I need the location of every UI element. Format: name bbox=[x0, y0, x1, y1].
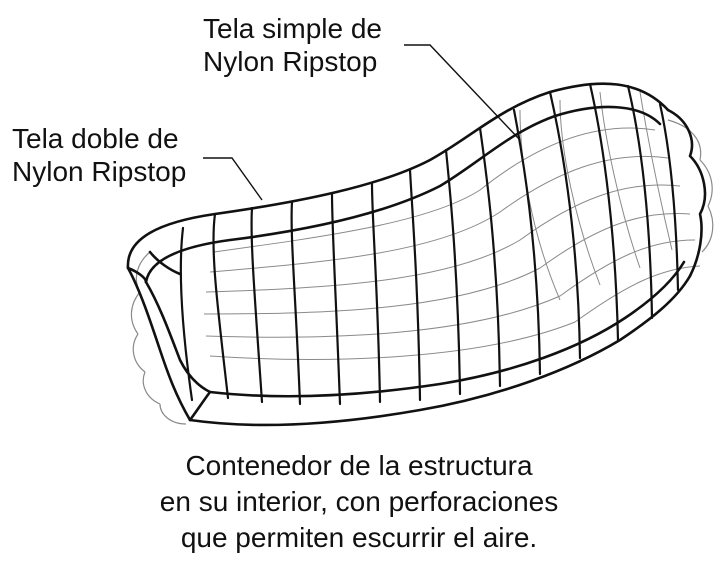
label-tela-doble: Tela doble de Nylon Ripstop bbox=[12, 122, 186, 188]
leader-lines bbox=[203, 44, 521, 201]
outer-rim bbox=[126, 82, 707, 427]
leader-doble bbox=[203, 157, 263, 201]
label-contenedor: Contenedor de la estructura en su interi… bbox=[0, 448, 718, 556]
thin-transverse-lines bbox=[519, 91, 673, 301]
thin-longitudinal-lines bbox=[203, 127, 701, 360]
label-tela-simple: Tela simple de Nylon Ripstop bbox=[203, 12, 382, 78]
label-tela-doble-line2: Nylon Ripstop bbox=[12, 156, 187, 187]
rim-seams bbox=[179, 82, 680, 406]
right-end-ridges bbox=[667, 119, 714, 253]
label-tela-doble-line1: Tela doble de bbox=[12, 123, 179, 154]
label-contenedor-line1: Contenedor de la estructura bbox=[185, 450, 533, 481]
label-contenedor-line2: en su interior, con perforaciones bbox=[159, 486, 559, 517]
leader-simple bbox=[404, 44, 521, 141]
label-contenedor-line3: que permiten escurrir el aire. bbox=[180, 522, 538, 553]
label-tela-simple-line1: Tela simple de bbox=[203, 13, 382, 44]
label-tela-simple-line2: Nylon Ripstop bbox=[203, 46, 378, 77]
